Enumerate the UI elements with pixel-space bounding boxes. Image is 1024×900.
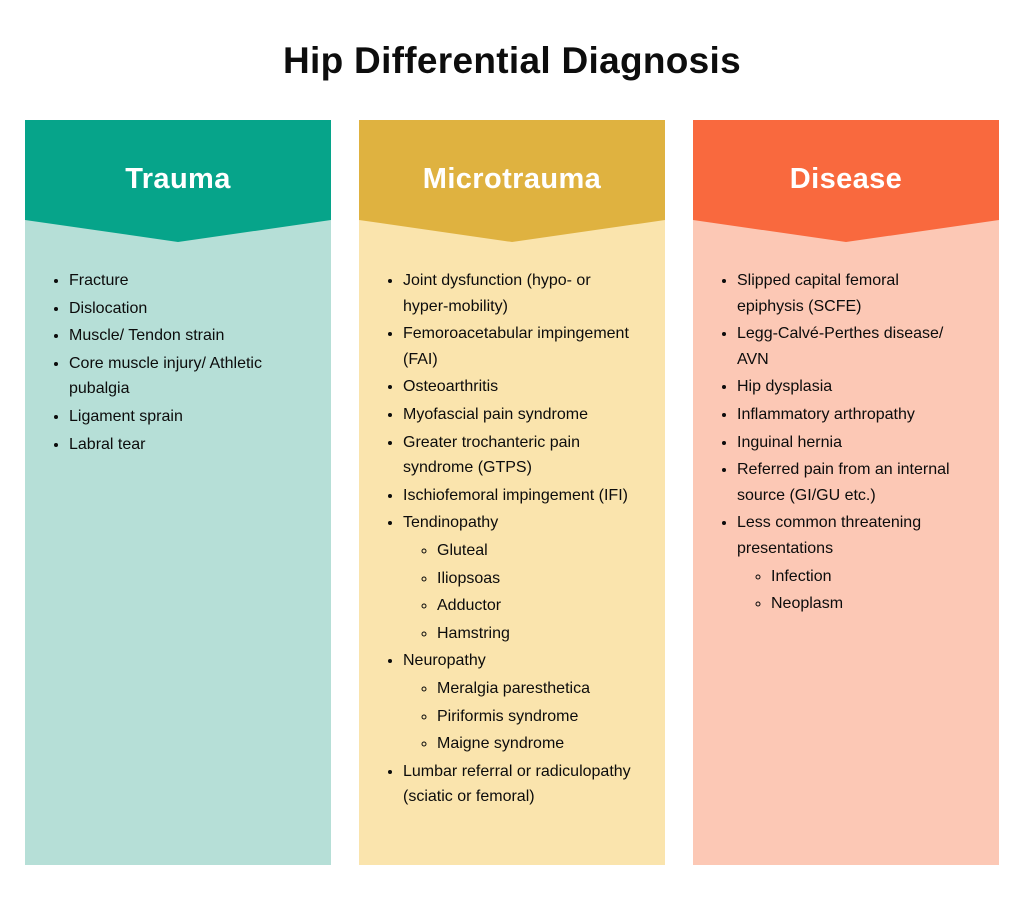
list-item: Core muscle injury/ Athletic pubalgia [69, 351, 297, 402]
column-header-disease: Disease [693, 120, 999, 242]
diagnosis-list-microtrauma: Joint dysfunction (hypo- or hyper-mobili… [383, 268, 631, 810]
column-body-disease: Slipped capital femoral epiphysis (SCFE)… [693, 242, 999, 617]
column-header-microtrauma: Microtrauma [359, 120, 665, 242]
list-item: Hip dysplasia [737, 374, 965, 400]
column-header-label: Disease [789, 162, 903, 195]
page-title: Hip Differential Diagnosis [282, 40, 742, 81]
list-item: Muscle/ Tendon strain [69, 323, 297, 349]
list-item: Maigne syndrome [437, 731, 631, 757]
list-item: Adductor [437, 593, 631, 619]
list-item: Lumbar referral or radiculopathy (sciati… [403, 759, 631, 810]
list-item: Neoplasm [771, 591, 965, 617]
list-item: Ischiofemoral impingement (IFI) [403, 483, 631, 509]
column-header-label: Microtrauma [422, 162, 602, 195]
list-item: Greater trochanteric pain syndrome (GTPS… [403, 430, 631, 481]
list-item: Referred pain from an internal source (G… [737, 457, 965, 508]
column-header-trauma: Trauma [25, 120, 331, 242]
list-item: Osteoarthritis [403, 374, 631, 400]
column-body-microtrauma: Joint dysfunction (hypo- or hyper-mobili… [359, 242, 665, 810]
list-item: Piriformis syndrome [437, 704, 631, 730]
diagnosis-list-trauma: FractureDislocationMuscle/ Tendon strain… [49, 268, 297, 457]
list-item: Myofascial pain syndrome [403, 402, 631, 428]
list-item: Less common threatening presentations [737, 510, 965, 561]
list-item: Iliopsoas [437, 566, 631, 592]
list-item: Labral tear [69, 432, 297, 458]
column-microtrauma: Microtrauma Joint dysfunction (hypo- or … [359, 120, 665, 865]
list-item: Fracture [69, 268, 297, 294]
list-item: Ligament sprain [69, 404, 297, 430]
list-item: Dislocation [69, 296, 297, 322]
list-item: Femoroacetabular impingement (FAI) [403, 321, 631, 372]
columns-container: Trauma FractureDislocationMuscle/ Tendon… [0, 120, 1024, 865]
list-item: Joint dysfunction (hypo- or hyper-mobili… [403, 268, 631, 319]
list-item: Meralgia paresthetica [437, 676, 631, 702]
list-item: Inflammatory arthropathy [737, 402, 965, 428]
list-item: Infection [771, 564, 965, 590]
column-trauma: Trauma FractureDislocationMuscle/ Tendon… [25, 120, 331, 865]
list-item: Gluteal [437, 538, 631, 564]
list-item: Legg-Calvé-Perthes disease/ AVN [737, 321, 965, 372]
list-item: Slipped capital femoral epiphysis (SCFE) [737, 268, 965, 319]
list-item: Tendinopathy [403, 510, 631, 536]
list-item: Neuropathy [403, 648, 631, 674]
column-disease: Disease Slipped capital femoral epiphysi… [693, 120, 999, 865]
column-body-trauma: FractureDislocationMuscle/ Tendon strain… [25, 242, 331, 457]
column-header-label: Trauma [125, 162, 231, 195]
list-item: Hamstring [437, 621, 631, 647]
diagnosis-list-disease: Slipped capital femoral epiphysis (SCFE)… [717, 268, 965, 617]
list-item: Inguinal hernia [737, 430, 965, 456]
